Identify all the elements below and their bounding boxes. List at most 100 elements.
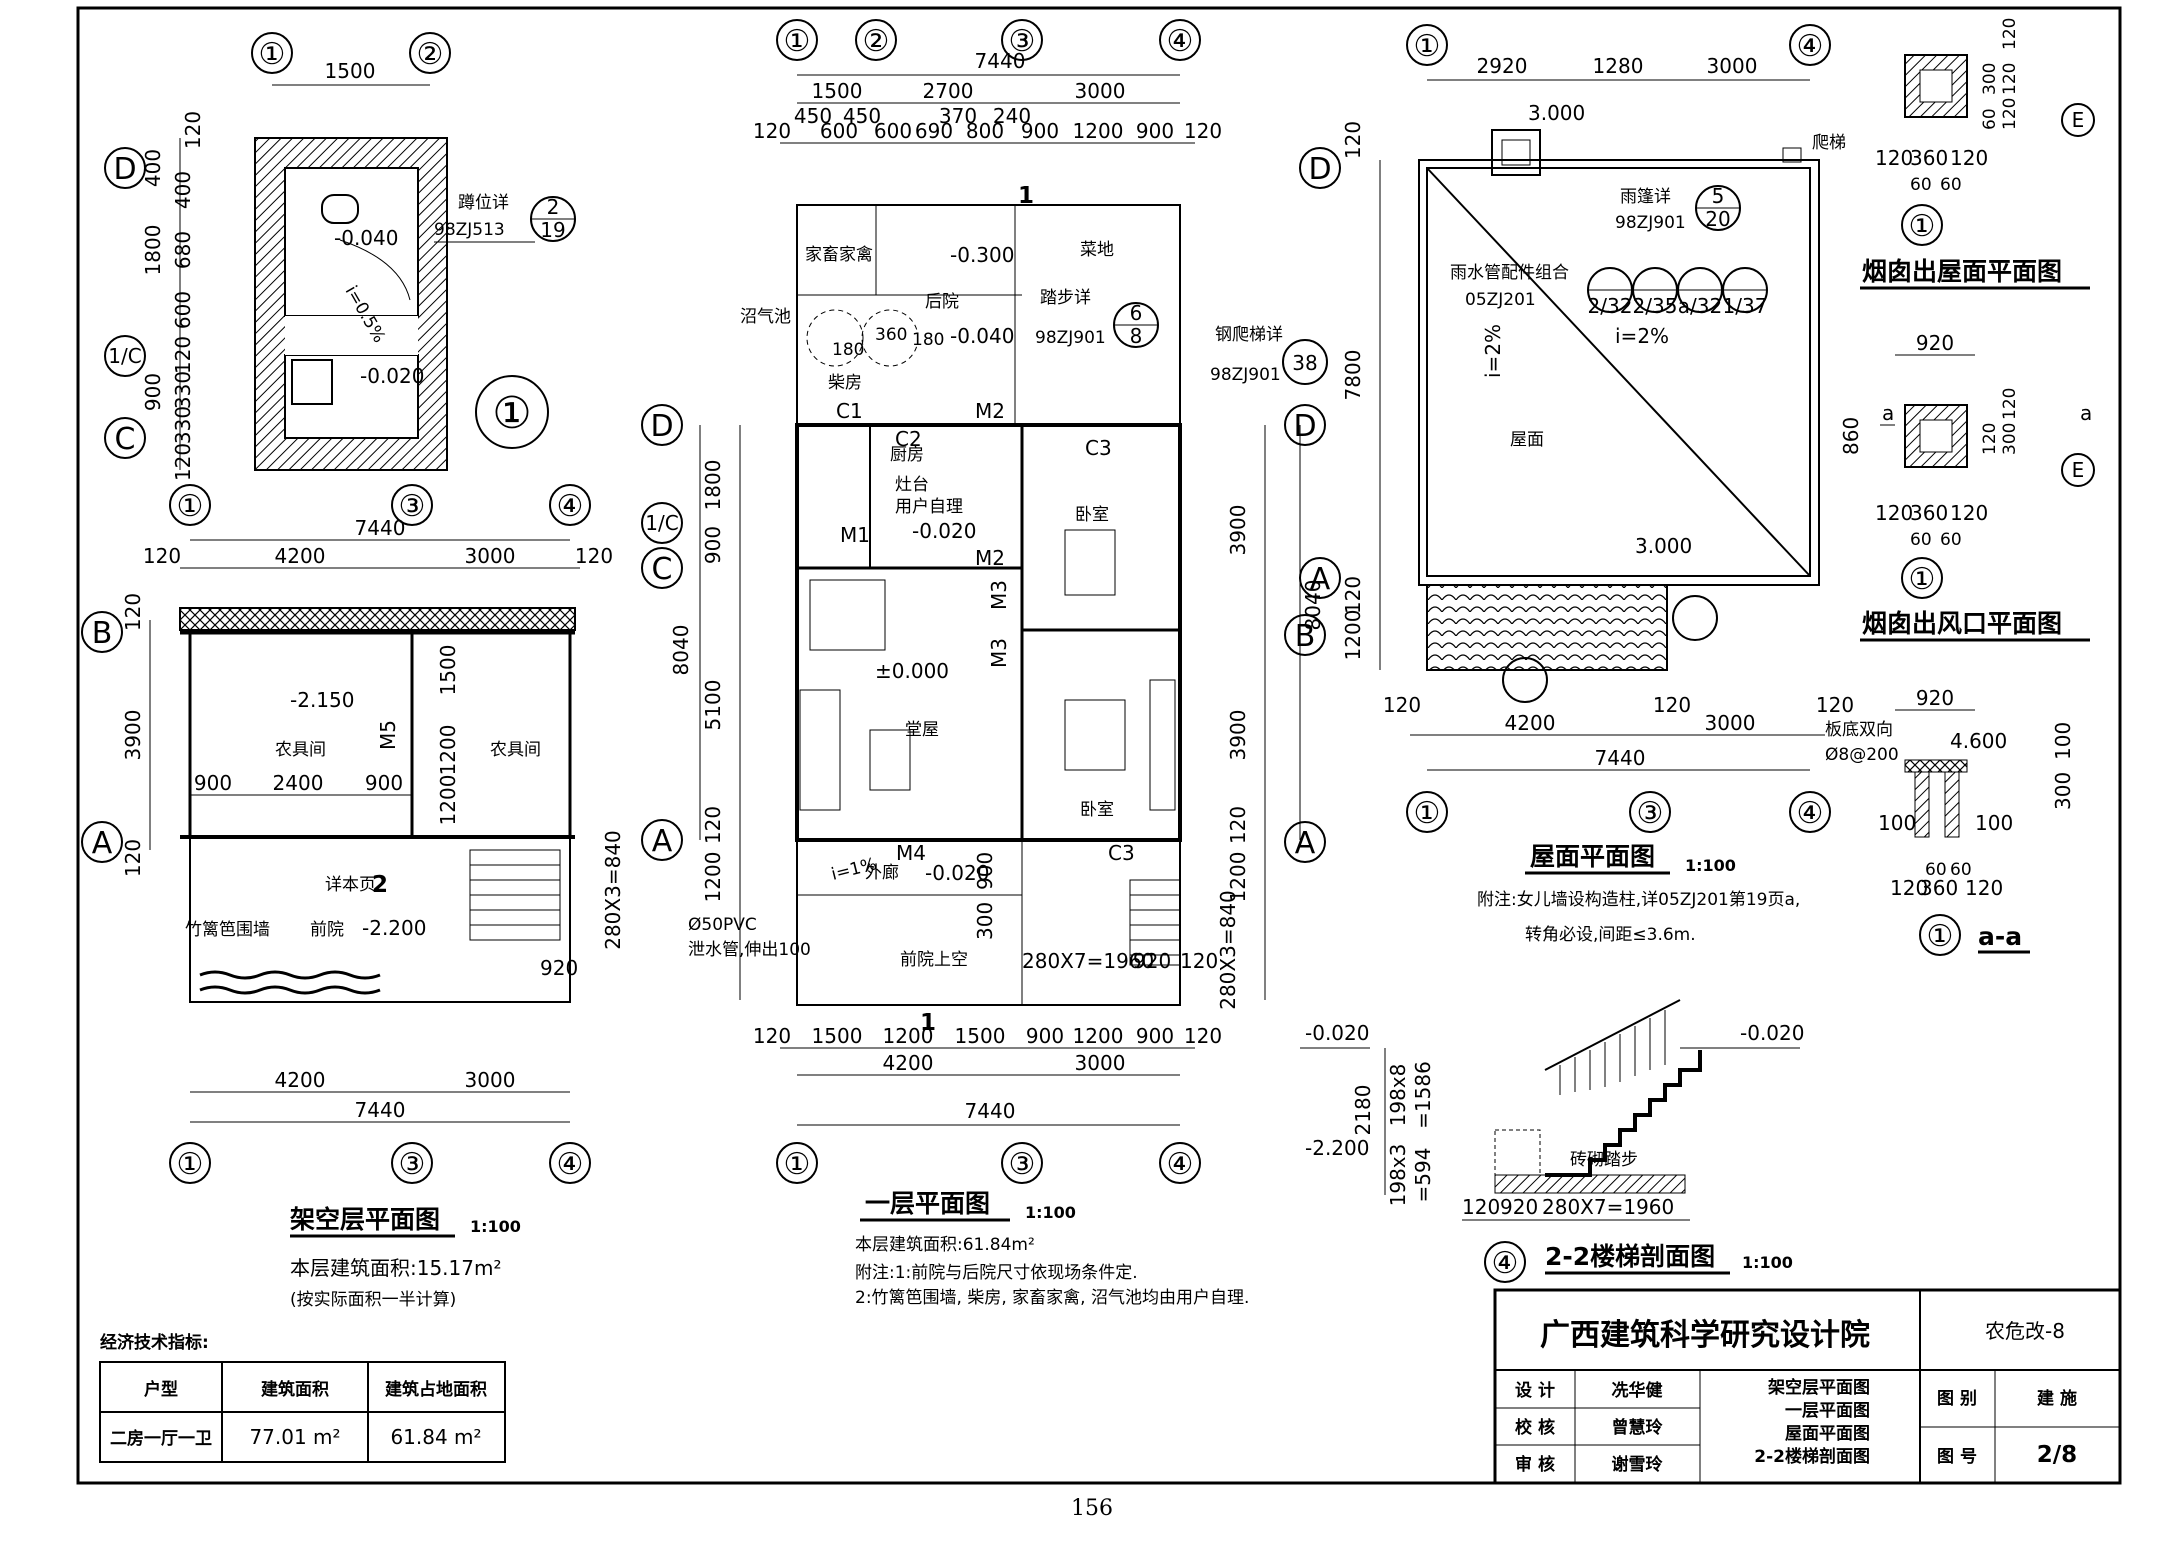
- dim: 1200: [701, 852, 725, 903]
- dim: 3900: [121, 710, 145, 761]
- dim: 300: [973, 902, 997, 940]
- dim: 120: [2000, 18, 2020, 50]
- axis-1: ①: [784, 1147, 811, 1182]
- detail-note: 详本页: [325, 875, 376, 895]
- dim: 3000: [1075, 1051, 1126, 1075]
- dim-v: 330: [171, 406, 195, 444]
- category-label: 图 别: [1937, 1389, 1977, 1409]
- dim: 900: [1136, 119, 1174, 143]
- dim: 900: [701, 526, 725, 564]
- dim: 120: [1341, 576, 1365, 614]
- section-title: a-a: [1978, 922, 2022, 951]
- dim-total: 7440: [975, 49, 1026, 73]
- level: -2.200: [1305, 1136, 1369, 1160]
- dim: 120: [575, 544, 613, 568]
- dim: 900: [973, 852, 997, 890]
- dim: 7440: [355, 1098, 406, 1122]
- axis-b: B: [1295, 619, 1316, 654]
- dim: 690: [915, 119, 953, 143]
- dim: =594: [1411, 1148, 1435, 1203]
- level: -0.020: [925, 861, 989, 885]
- roof-plan: ① ④ 2920 1280 3000 3.000 爬梯 雨篷详 98ZJ901 …: [1299, 24, 1854, 945]
- detail-index: ①: [492, 388, 531, 439]
- dim: 3000: [465, 1068, 516, 1092]
- dim: 450: [794, 104, 832, 128]
- dim: 120: [701, 806, 725, 844]
- callout-sheet: 20: [1705, 207, 1730, 231]
- scale: 1:100: [470, 1217, 521, 1236]
- room-hall: 堂屋: [905, 720, 939, 740]
- axis-4: ④: [557, 1147, 584, 1182]
- axis-e: E: [2072, 108, 2085, 132]
- dim: 1280: [1593, 54, 1644, 78]
- level: -0.300: [950, 243, 1014, 267]
- room-yard-void: 前院上空: [900, 950, 968, 970]
- room-livestock: 家畜家禽: [805, 245, 873, 265]
- dim: 120: [1890, 876, 1928, 900]
- dim: 3900: [1226, 505, 1250, 556]
- note-1: 附注:女儿墙设构造柱,详05ZJ201第19页a,: [1477, 890, 1800, 910]
- axis-d: D: [113, 152, 136, 187]
- rainwater-callouts: 2/32 2/35 a/32 1/37: [1587, 267, 1768, 318]
- axis-4: ④: [1492, 1246, 1519, 1281]
- dim: 120: [1226, 806, 1250, 844]
- axis-4: ④: [557, 489, 584, 524]
- dim: 120: [1462, 1195, 1500, 1219]
- axis-1: ①: [1414, 796, 1441, 831]
- dim: 120: [1965, 876, 2003, 900]
- dim: 4200: [1505, 711, 1556, 735]
- callout-item: 2/32: [1588, 294, 1633, 318]
- dim-total: 8040: [669, 625, 693, 676]
- dim: 280X3=840: [601, 830, 625, 950]
- dim: 2700: [923, 79, 974, 103]
- rebar: Ø8@200: [1825, 745, 1899, 765]
- door-m2: M2: [975, 399, 1005, 423]
- room-tool-2: 农具间: [490, 740, 541, 760]
- level: 3.000: [1635, 534, 1692, 558]
- level: -0.020: [1305, 1021, 1369, 1045]
- axis-1: ①: [1909, 209, 1936, 244]
- dim: 2920: [1477, 54, 1528, 78]
- person: 冼华健: [1612, 1380, 1663, 1401]
- callout-label: 踏步详: [1040, 288, 1091, 308]
- window-c1: C1: [836, 399, 863, 423]
- dim: 300: [2000, 423, 2020, 455]
- room-tool-1: 农具间: [275, 740, 326, 760]
- dim: 60: [1980, 108, 2000, 130]
- slope: i=2%: [1615, 324, 1669, 348]
- door-m2: M2: [975, 546, 1005, 570]
- callout-label: 雨篷详: [1620, 187, 1671, 207]
- plan-title: 屋面平面图: [1530, 842, 1655, 871]
- user-built: 用户自理: [895, 497, 963, 517]
- table-header: 户型: [144, 1379, 178, 1400]
- dim: 360: [875, 325, 907, 345]
- toilet-detail: ① ② 1500 -0.040 -0.020 i=0.5% 400 120 40…: [104, 32, 576, 481]
- sec-a: a: [2080, 401, 2092, 425]
- axis-a: A: [652, 824, 673, 859]
- role: 校 核: [1515, 1417, 1555, 1438]
- role: 审 核: [1515, 1454, 1555, 1475]
- dim-1500: 1500: [325, 59, 376, 83]
- dim: 120: [2000, 388, 2020, 420]
- axis-4: ④: [1797, 796, 1824, 831]
- dim-920: 920: [540, 956, 578, 980]
- dim-v: 120: [171, 336, 195, 374]
- dim: 300: [1980, 63, 2000, 95]
- level: -2.150: [290, 688, 354, 712]
- pvc: Ø50PVC: [688, 915, 757, 935]
- dim: 4200: [275, 1068, 326, 1092]
- dim: 3000: [1707, 54, 1758, 78]
- axis-c: C: [652, 552, 673, 587]
- scale: 1:100: [1025, 1203, 1076, 1222]
- dim: 360: [1910, 501, 1948, 525]
- dim: 7800: [1341, 350, 1365, 401]
- dim: 280X3=840: [1216, 890, 1240, 1010]
- sheet-number: 2/8: [2037, 1442, 2077, 1468]
- axis-d: D: [1293, 409, 1316, 444]
- dim: 120: [1875, 501, 1913, 525]
- dim: 60: [1950, 860, 1972, 880]
- dim: 860: [1839, 417, 1863, 455]
- level-toilet: -0.040: [334, 226, 398, 250]
- project-code: 农危改-8: [1985, 1319, 2065, 1343]
- dim: 920: [1500, 1195, 1538, 1219]
